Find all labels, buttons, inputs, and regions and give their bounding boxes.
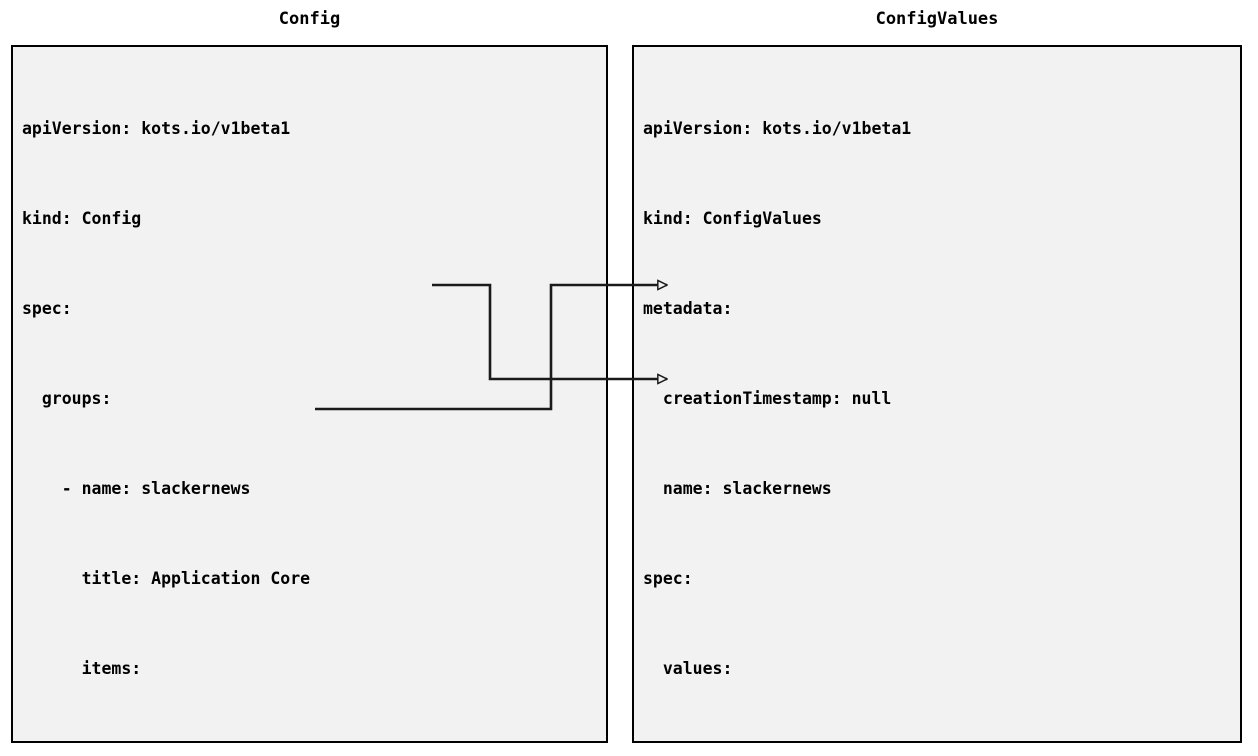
- left-panel-title: Config: [278, 9, 341, 29]
- code-line: kind: ConfigValues: [643, 209, 822, 228]
- code-line: - name: slackernews: [22, 479, 251, 498]
- code-line: kind: Config: [22, 209, 142, 228]
- right-panel-title: ConfigValues: [875, 9, 999, 29]
- config-yaml-text: apiVersion: kots.io/v1beta1 kind: Config…: [22, 54, 360, 741]
- code-line: apiVersion: kots.io/v1beta1: [22, 119, 291, 138]
- configvalues-panel: apiVersion: kots.io/v1beta1 kind: Config…: [632, 45, 1242, 743]
- code-line: title: Application Core: [22, 569, 311, 588]
- code-line: groups:: [22, 389, 112, 408]
- code-line: items:: [22, 659, 142, 678]
- config-panel: apiVersion: kots.io/v1beta1 kind: Config…: [11, 45, 608, 743]
- code-line: name: slackernews: [643, 479, 832, 498]
- code-line: values:: [643, 659, 733, 678]
- code-line: spec:: [22, 299, 72, 318]
- code-line: apiVersion: kots.io/v1beta1: [643, 119, 912, 138]
- code-line: spec:: [643, 569, 693, 588]
- code-line: creationTimestamp: null: [643, 389, 892, 408]
- configvalues-yaml-text: apiVersion: kots.io/v1beta1 kind: Config…: [643, 54, 1120, 741]
- code-line: metadata:: [643, 299, 733, 318]
